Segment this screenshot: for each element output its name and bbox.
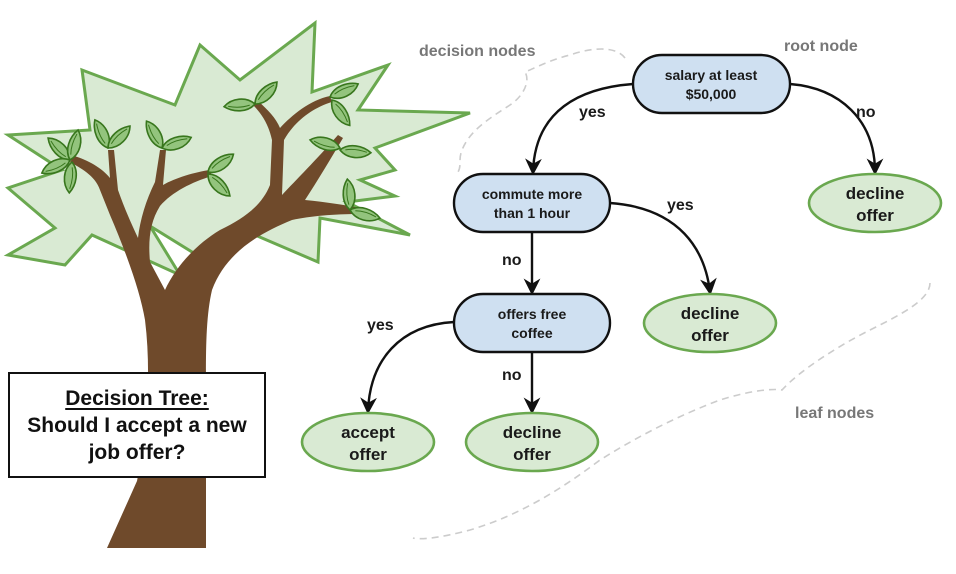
node-text: decline — [503, 423, 562, 442]
edge-label-yes: yes — [367, 317, 394, 334]
edge-label-no: no — [502, 367, 522, 384]
node-text: than 1 hour — [494, 205, 571, 221]
title-heading: Decision Tree: — [65, 386, 209, 410]
edges — [360, 82, 884, 415]
node-text: salary at least — [665, 67, 758, 83]
node-text: $50,000 — [686, 86, 737, 102]
title-question-line2: job offer? — [88, 440, 186, 464]
edge-coffee-accept — [360, 320, 455, 415]
root-node-label: root node — [784, 38, 858, 55]
title-sign: Decision Tree: Should I accept a new job… — [8, 372, 266, 478]
edge-label-no: no — [856, 104, 876, 121]
node-text: decline — [846, 184, 905, 203]
tree-trunk — [70, 96, 360, 548]
decision-node-coffee: offers free coffee — [452, 292, 612, 354]
node-text: offer — [691, 326, 729, 345]
leaf-node-decline-root: decline offer — [807, 172, 943, 234]
node-text: offer — [349, 445, 387, 464]
decision-node-commute: commute more than 1 hour — [452, 172, 612, 234]
tree-illustration — [3, 19, 471, 548]
leaf-node-accept: accept offer — [300, 411, 436, 473]
decision-nodes-brace — [457, 48, 626, 173]
edge-root-commute — [525, 82, 634, 176]
edge-root-decline — [789, 82, 884, 176]
leaf-nodes-brace — [412, 282, 931, 540]
title-question-line1: Should I accept a new — [27, 413, 247, 437]
leaf-node-decline-commute: decline offer — [642, 292, 778, 354]
decision-node-root: salary at least $50,000 — [631, 53, 792, 115]
decision-nodes-label: decision nodes — [419, 43, 536, 60]
node-text: decline — [681, 304, 740, 323]
leaf-nodes-label: leaf nodes — [795, 405, 874, 422]
node-text: offer — [856, 206, 894, 225]
leaf-node-decline-coffee: decline offer — [464, 411, 600, 473]
node-text: accept — [341, 423, 395, 442]
node-text: offer — [513, 445, 551, 464]
node-text: commute more — [482, 186, 583, 202]
edge-commute-decline — [609, 201, 717, 296]
edge-label-yes: yes — [667, 197, 694, 214]
edge-label-yes: yes — [579, 104, 606, 121]
node-text: coffee — [511, 325, 552, 341]
edge-label-no: no — [502, 252, 522, 269]
node-text: offers free — [498, 306, 567, 322]
